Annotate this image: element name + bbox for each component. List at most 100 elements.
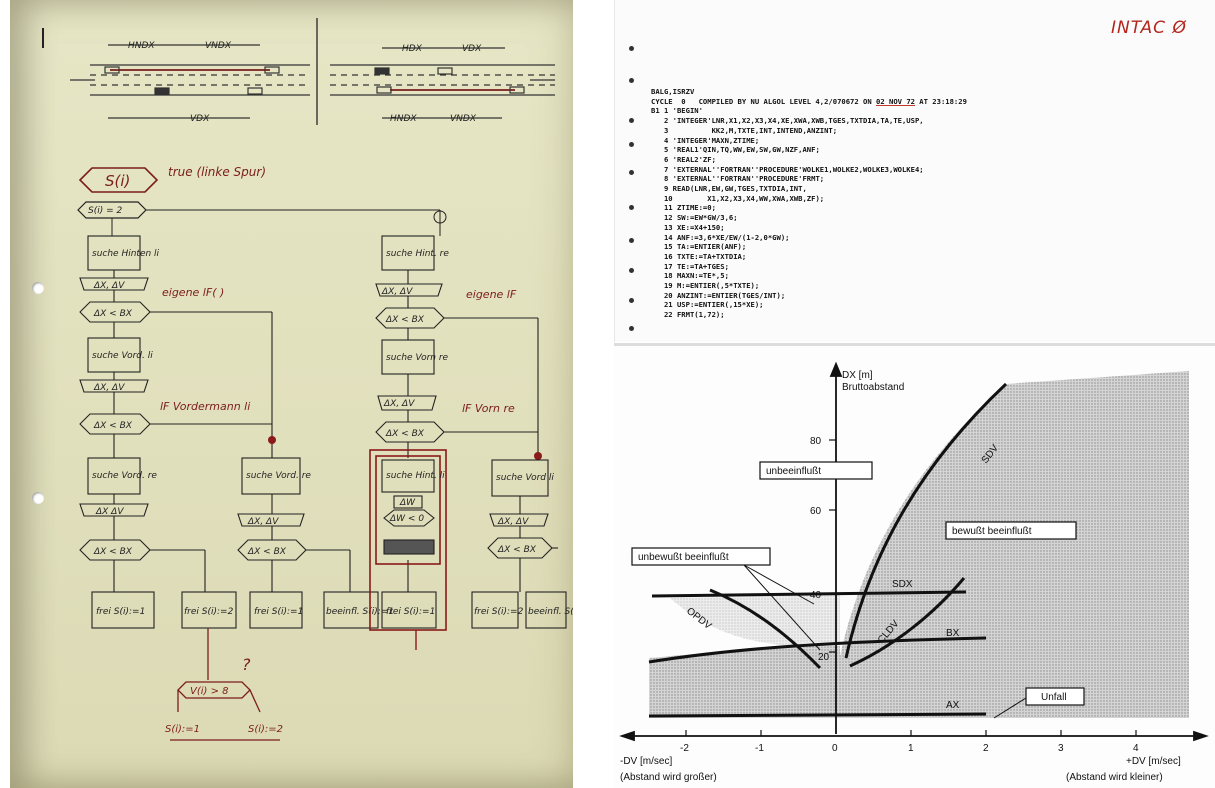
tractor-hole bbox=[629, 298, 634, 303]
col1-step-9: ΔX < BX bbox=[93, 547, 133, 557]
lane-label-hndx-right: HNDX bbox=[390, 114, 417, 124]
code-line: 7 'EXTERNAL''FORTRAN''PROCEDURE'WOLKE1,W… bbox=[664, 165, 924, 174]
col3-step-9: ΔW < 0 bbox=[389, 514, 424, 524]
x-tick-0: 0 bbox=[832, 743, 838, 754]
code-line: 11 ZTIME:=0; bbox=[664, 203, 716, 212]
code-line: 8 'EXTERNAL''FORTRAN''PROCEDURE'FRMT; bbox=[664, 174, 824, 183]
x-axis-right-label: +DV [m/sec] bbox=[1126, 756, 1181, 767]
tractor-hole bbox=[629, 118, 634, 123]
curve-ax bbox=[649, 714, 986, 716]
y-axis-sublabel: Bruttoabstand bbox=[842, 382, 904, 393]
code-line: 10 X1,X2,X3,X4,WW,XWA,XWB,ZF); bbox=[664, 194, 824, 203]
intac-stamp: INTAC Ø bbox=[1111, 18, 1187, 38]
code-line: 15 TA:=ENTIER(ANF); bbox=[664, 242, 746, 251]
col3-step-2: ΔX, ΔV bbox=[381, 287, 413, 297]
x-axis-left-sublabel: (Abstand wird großer) bbox=[620, 772, 717, 783]
y-tick-80: 80 bbox=[810, 436, 822, 447]
col1-step-2: ΔX, ΔV bbox=[93, 281, 125, 291]
lane-label-vdx: VDX bbox=[190, 114, 210, 124]
col1-step-5: ΔX, ΔV bbox=[93, 383, 125, 393]
region-label-unbeeinflusst: unbeeinflußt bbox=[766, 466, 821, 477]
x-tick-1: 1 bbox=[908, 743, 914, 754]
code-line: 9 READ(LNR,EW,GW,TGES,TXTDIA,INT, bbox=[664, 184, 807, 193]
tractor-hole bbox=[629, 142, 634, 147]
listing-header: BALG,ISRZV bbox=[651, 87, 694, 96]
region-label-bewusst: bewußt beeinflußt bbox=[952, 526, 1032, 537]
compile-time: AT 23:18:29 bbox=[915, 97, 967, 106]
code-line: 1 'BEGIN' bbox=[664, 106, 703, 115]
col1-result-1: frei S(i):=1 bbox=[96, 607, 145, 617]
bottom-question: ? bbox=[242, 655, 251, 674]
col3-step-3: ΔX < BX bbox=[385, 315, 425, 325]
road-sketch-right bbox=[330, 48, 555, 118]
x-tick-2: 2 bbox=[983, 743, 989, 754]
tractor-hole bbox=[629, 78, 634, 83]
heading-note: true (linke Spur) bbox=[168, 165, 266, 179]
col4-step-1: suche Vord li bbox=[496, 473, 554, 483]
psycho-physical-diagram: DX [m] Bruttoabstand 20 40 60 80 -2 -1 0… bbox=[614, 346, 1215, 788]
y-axis-label: DX [m] bbox=[842, 370, 873, 381]
region-label-unbewusst: unbewußt beeinflußt bbox=[638, 552, 729, 563]
col3-step-8: ΔW bbox=[399, 498, 416, 508]
diagram-drawing: DX [m] Bruttoabstand 20 40 60 80 -2 -1 0… bbox=[614, 346, 1215, 788]
code-line: 14 ANF:=3,6*XE/EW/(1-2,0*GW); bbox=[664, 233, 790, 242]
flowchart-sheet: HNDX VNDX VDX HDX VDX HNDX VNDX S( bbox=[10, 0, 573, 788]
col4-step-3: ΔX < BX bbox=[497, 545, 537, 555]
y-tick-40: 40 bbox=[810, 590, 822, 601]
region-bewusst bbox=[840, 371, 1189, 718]
code-line: 16 TXTE:=TA+TXTDIA; bbox=[664, 252, 746, 261]
lane-label-vndx-right: VNDX bbox=[450, 114, 477, 124]
code-line: 6 'REAL2'ZF; bbox=[664, 155, 716, 164]
code-line: 22 FRMT(1,72); bbox=[664, 310, 725, 319]
lane-label-hdx: HDX bbox=[402, 44, 423, 54]
col1-step-6: ΔX < BX bbox=[93, 421, 133, 431]
col1-step-7: suche Vord. re bbox=[92, 471, 157, 481]
col4-result-1: frei S(i):=2 bbox=[474, 607, 524, 617]
tractor-hole bbox=[629, 170, 634, 175]
note-lf-vorn-re: lF Vorn re bbox=[462, 402, 515, 415]
code-line: 3 KK2,M,TXTE,INT,INTEND,ANZINT; bbox=[664, 126, 837, 135]
program-listing: BALG,ISRZV CYCLE 0 COMPILED BY NU ALGOL … bbox=[651, 87, 967, 320]
col2-step-3: ΔX < BX bbox=[247, 547, 287, 557]
tractor-hole bbox=[629, 268, 634, 273]
code-line: 13 XE:=X4+150; bbox=[664, 223, 725, 232]
label-ax: AX bbox=[946, 700, 960, 711]
code-line: 18 MAXN:=TE*,5; bbox=[664, 271, 729, 280]
algol-printout: INTAC Ø BALG,ISRZV CYCLE 0 COMPILED BY N… bbox=[614, 0, 1215, 342]
x-tick-4: 4 bbox=[1133, 743, 1139, 754]
lane-label-vdx-right: VDX bbox=[462, 44, 482, 54]
bottom-result-2: S(i):=2 bbox=[248, 724, 283, 735]
col2-step-2: ΔX, ΔV bbox=[247, 517, 279, 527]
start-condition: S(i) = 2 bbox=[88, 206, 122, 216]
code-line: 19 M:=ENTIER(,5*TXTE); bbox=[664, 281, 759, 290]
road-sketch-left bbox=[70, 45, 310, 118]
col1-step-1: suche Hinten li bbox=[92, 249, 160, 259]
tractor-hole bbox=[629, 205, 634, 210]
col1-step-3: ΔX < BX bbox=[93, 309, 133, 319]
col4-result-2: beeinfl. S(i):=2 bbox=[528, 607, 573, 617]
compile-line: CYCLE 0 COMPILED BY NU ALGOL LEVEL 4,2/0… bbox=[651, 97, 876, 106]
note-eigene-lf: eigene lF( ) bbox=[162, 286, 224, 299]
code-line: 2 'INTEGER'LNR,X1,X2,X3,X4,XE,XWA,XWB,TG… bbox=[664, 116, 924, 125]
region-bx-band bbox=[649, 642, 840, 718]
col1-result-2: frei S(i):=2 bbox=[184, 607, 234, 617]
flowchart-drawing: HNDX VNDX VDX HDX VDX HNDX VNDX S( bbox=[10, 0, 573, 788]
lane-label-hndx: HNDX bbox=[128, 41, 155, 51]
bottom-result-1: S(i):=1 bbox=[165, 724, 200, 735]
code-line: 4 'INTEGER'MAXN,ZTIME; bbox=[664, 136, 759, 145]
col3-result-1: frei S(i):=1 bbox=[386, 607, 435, 617]
col1-step-4: suche Vord. li bbox=[92, 351, 153, 361]
col2-step-1: suche Vord. re bbox=[246, 471, 311, 481]
x-tick-m1: -1 bbox=[755, 743, 764, 754]
col3-step-5: ΔX, ΔV bbox=[383, 399, 415, 409]
bottom-condition: V(i) > 8 bbox=[190, 686, 229, 697]
y-tick-20: 20 bbox=[818, 652, 830, 663]
col3-step-1: suche Hint. re bbox=[386, 249, 449, 259]
code-line: 21 USP:=ENTIER(,15*XE); bbox=[664, 300, 764, 309]
code-line: 12 SW:=EW*GW/3,6; bbox=[664, 213, 738, 222]
y-tick-60: 60 bbox=[810, 506, 822, 517]
col2-result-1: frei S(i):=1 bbox=[254, 607, 303, 617]
code-line: 17 TE:=TA+TGES; bbox=[664, 262, 729, 271]
x-axis-right-sublabel: (Abstand wird kleiner) bbox=[1066, 772, 1163, 783]
col2-result-2: beeinfl. S(i):=1 bbox=[326, 607, 394, 617]
